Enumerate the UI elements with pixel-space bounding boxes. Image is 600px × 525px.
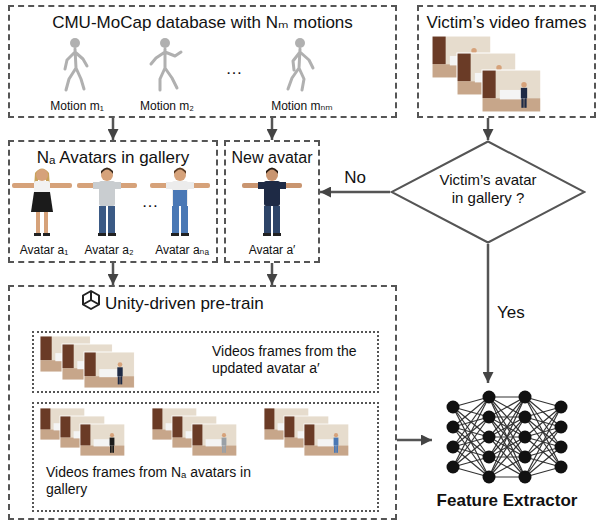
avatar-figure	[77, 168, 137, 237]
video-frames	[40, 408, 349, 456]
node-label: Victim’s video frames	[419, 13, 594, 33]
node-label: Victim’s avatar in gallery ?	[433, 171, 543, 207]
avatar-figure	[12, 169, 72, 237]
feature-extractor: Feature Extractor	[432, 383, 582, 521]
new-avatar-box: New avatarAvatar a′	[224, 140, 320, 263]
arrow-connector	[271, 263, 274, 285]
edge-label: Yes	[494, 303, 528, 323]
arrow-connector	[487, 118, 490, 140]
item-label: Avatar a′	[226, 243, 318, 257]
arrow-connector	[271, 118, 274, 140]
edge-label: No	[341, 168, 369, 188]
video-frames	[40, 336, 134, 388]
database-box: CMU-MoCap database with Nₘ motionsMotion…	[8, 5, 397, 118]
frames-box: Videos frames from Nₐ avatars in gallery	[32, 402, 379, 512]
video-frames	[432, 36, 541, 112]
neural-network-icon	[447, 391, 568, 484]
item-label: …	[135, 192, 165, 212]
item-label: …	[209, 59, 259, 79]
item-label: Motion m₂	[117, 99, 217, 113]
arrow-connector	[112, 263, 115, 285]
arrow-connector	[397, 439, 432, 442]
stick-figure	[65, 38, 87, 90]
stick-figure	[288, 38, 313, 90]
avatar-figure	[242, 168, 302, 237]
decision-diamond: Victim’s avatar in gallery ?	[390, 140, 586, 244]
arrow-connector	[320, 191, 390, 194]
item-label: Avatar a₁	[9, 243, 79, 257]
node-label: Videos frames from Nₐ avatars in gallery	[46, 464, 256, 498]
item-label: Motion mₙₘ	[252, 99, 352, 113]
node-label: Nₐ Avatars in gallery	[10, 148, 216, 168]
unity-logo	[83, 291, 99, 309]
node-label: New avatar	[226, 148, 318, 167]
input-box: Victim’s video frames	[417, 5, 596, 118]
pretrain-box: Unity-driven pre-trainVideos frames from…	[8, 285, 397, 520]
node-label: Feature Extractor	[432, 491, 582, 511]
item-label: Motion m₁	[27, 99, 127, 113]
frames-box: Videos frames from the updated avatar a′	[32, 331, 379, 393]
item-label: Avatar a₂	[74, 243, 144, 257]
avatar-figure	[150, 168, 210, 237]
item-label: Avatar aₙₐ	[147, 243, 217, 257]
arrow-connector	[487, 244, 490, 383]
arrow-connector	[112, 118, 115, 140]
node-label: Videos frames from the updated avatar a′	[212, 343, 362, 377]
node-label: Unity-driven pre-train	[105, 294, 355, 314]
gallery-box: Nₐ Avatars in galleryAvatar a₁Avatar a₂ ……	[8, 140, 218, 263]
stick-figure	[151, 38, 181, 90]
node-label: CMU-MoCap database with Nₘ motions	[10, 13, 395, 33]
